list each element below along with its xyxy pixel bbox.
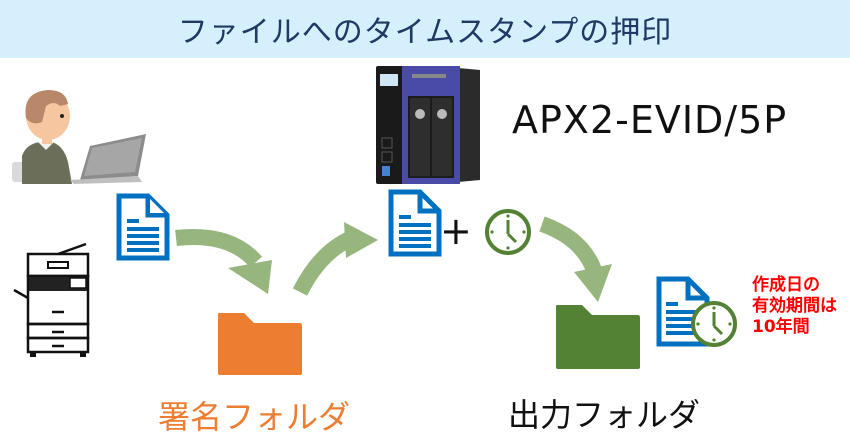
plus-symbol: +	[440, 209, 472, 253]
page-title: ファイルへのタイムスタンプの押印	[177, 15, 673, 50]
validity-note: 作成日の 有効期間は 10年間	[752, 275, 837, 338]
output-folder-label: 出力フォルダ	[508, 396, 701, 434]
device-model-name: APX2-EVID/5P	[512, 98, 788, 142]
clock-icon	[691, 301, 737, 347]
timestamped-document-icon	[656, 276, 737, 347]
document-icon	[388, 189, 442, 257]
document-icon	[116, 193, 170, 261]
clock-icon	[485, 209, 531, 255]
multifunction-printer-icon	[13, 242, 90, 357]
note-line: 作成日の	[752, 275, 820, 295]
note-line: 有効期間は	[752, 296, 837, 316]
signature-folder-label: 署名フォルダ	[158, 398, 351, 436]
output-folder-icon[interactable]	[554, 303, 642, 371]
title-banner: ファイルへのタイムスタンプの押印	[0, 0, 850, 58]
nas-server-icon	[376, 66, 480, 184]
user-with-laptop-icon	[12, 90, 146, 184]
signature-folder-icon[interactable]	[216, 311, 304, 377]
note-line: 10年間	[752, 317, 810, 337]
